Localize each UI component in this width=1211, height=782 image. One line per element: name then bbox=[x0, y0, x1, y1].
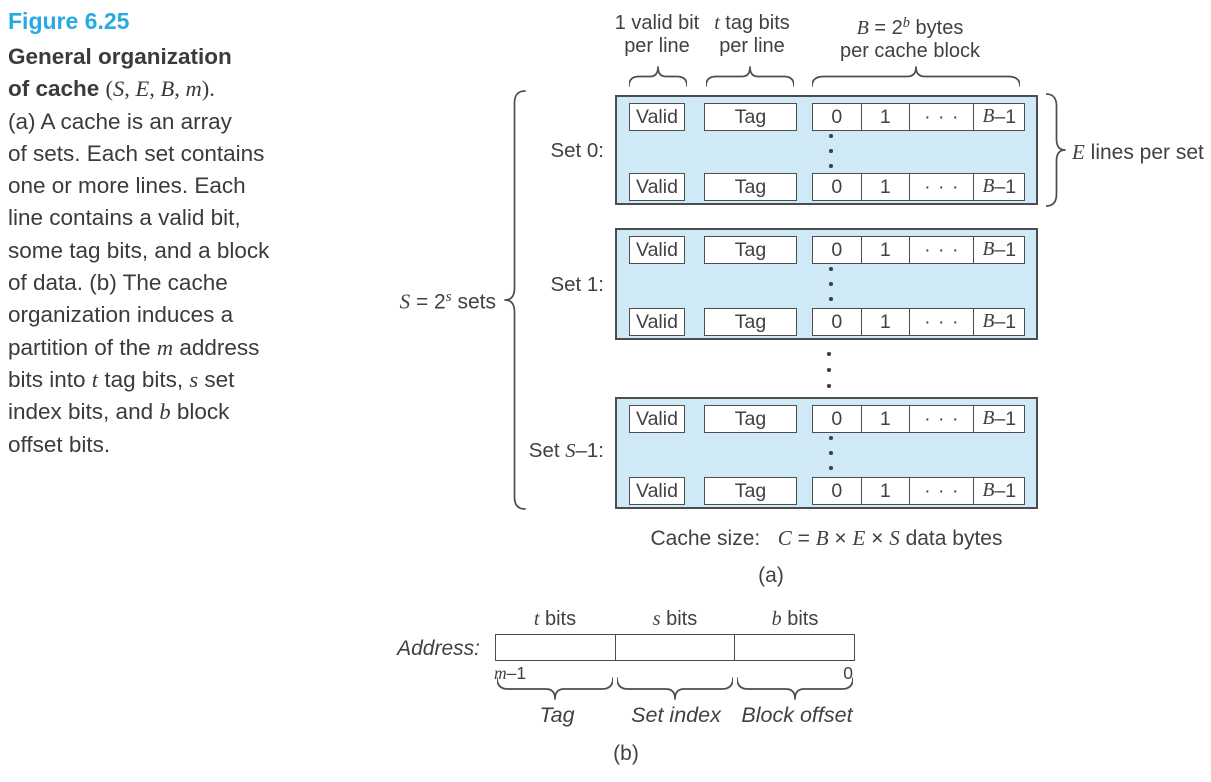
brace-valid-column bbox=[629, 66, 687, 87]
byte-cell-b-1: B–1 bbox=[973, 174, 1024, 200]
byte-cell-ellipsis: · · · bbox=[909, 406, 973, 432]
byte-cell-1: 1 bbox=[860, 406, 910, 432]
label-block-offset-field: Block offset bbox=[741, 703, 853, 727]
label-set-0: Set 0: bbox=[550, 139, 604, 162]
address-label: Address: bbox=[397, 637, 480, 660]
address-box bbox=[495, 634, 855, 661]
byte-cell-1: 1 bbox=[860, 478, 910, 504]
block-bytes-row: 0 1 · · · B–1 bbox=[812, 477, 1025, 505]
label-valid-bit-per-line: 1 valid bit per line bbox=[614, 12, 700, 57]
byte-cell-ellipsis: · · · bbox=[909, 174, 973, 200]
byte-cell-0: 0 bbox=[831, 310, 843, 333]
block-bytes-row: 0 1 · · · B–1 bbox=[812, 173, 1025, 201]
set-1-box: Valid Tag 0 1 · · · B–1 Valid Tag 0 1 · … bbox=[615, 228, 1038, 340]
byte-cell-1: 1 bbox=[860, 237, 910, 263]
tag-cell: Tag bbox=[704, 405, 797, 433]
caption-line: line contains a valid bit, bbox=[8, 205, 241, 231]
block-bytes-row: 0 1 · · · B–1 bbox=[812, 236, 1025, 264]
caption-line: index bits, and b block bbox=[8, 399, 230, 425]
brace-set-index-field bbox=[617, 677, 733, 700]
label-bytes-per-cache-block: B = 2b bytes per cache block bbox=[839, 15, 981, 63]
byte-cell-0: 0 bbox=[831, 238, 843, 261]
brace-all-sets bbox=[504, 90, 526, 510]
set-0-box: Valid Tag 0 1 · · · B–1 Valid Tag 0 1 · … bbox=[615, 95, 1038, 205]
label-e-lines-per-set: E lines per set bbox=[1072, 140, 1204, 164]
valid-bit-cell: Valid bbox=[629, 236, 685, 264]
caption-line: (a) A cache is an array bbox=[8, 108, 232, 134]
address-block-offset-field bbox=[734, 635, 854, 660]
caption-line: bits into t tag bits, s set bbox=[8, 366, 235, 392]
caption-line: some tag bits, and a block bbox=[8, 237, 270, 263]
bit-index-0: 0 bbox=[843, 663, 853, 683]
caption-line: of cache (S, E, B, m). bbox=[8, 76, 215, 102]
valid-bit-cell: Valid bbox=[629, 308, 685, 336]
byte-cell-ellipsis: · · · bbox=[909, 309, 973, 335]
brace-block-offset-field bbox=[737, 677, 853, 700]
sets-ellipsis bbox=[827, 352, 831, 388]
byte-cell-0: 0 bbox=[831, 175, 843, 198]
byte-cell-0: 0 bbox=[831, 479, 843, 502]
byte-cell-b-1: B–1 bbox=[973, 406, 1024, 432]
label-tag-field: Tag bbox=[539, 703, 575, 727]
byte-cell-0: 0 bbox=[831, 407, 843, 430]
block-bytes-row: 0 1 · · · B–1 bbox=[812, 308, 1025, 336]
brace-block-column bbox=[812, 66, 1020, 87]
subfigure-b-label: (b) bbox=[613, 742, 639, 765]
brace-tag-field bbox=[497, 677, 613, 700]
valid-bit-cell: Valid bbox=[629, 173, 685, 201]
label-b-bits: b bits bbox=[771, 608, 819, 630]
label-tag-bits-per-line: t tag bits per line bbox=[714, 12, 790, 57]
valid-bit-cell: Valid bbox=[629, 103, 685, 131]
caption-line: one or more lines. Each bbox=[8, 173, 246, 199]
lines-ellipsis bbox=[829, 134, 833, 168]
label-t-bits: t bits bbox=[533, 608, 577, 630]
brace-lines-per-set bbox=[1046, 93, 1066, 207]
caption-line: offset bits. bbox=[8, 431, 111, 457]
block-bytes-row: 0 1 · · · B–1 bbox=[812, 405, 1025, 433]
tag-cell: Tag bbox=[704, 173, 797, 201]
address-set-index-field bbox=[614, 635, 735, 660]
subfigure-a-label: (a) bbox=[758, 564, 784, 587]
label-set-index-field: Set index bbox=[631, 703, 721, 727]
lines-ellipsis bbox=[829, 436, 833, 470]
byte-cell-b-1: B–1 bbox=[973, 104, 1024, 130]
block-bytes-row: 0 1 · · · B–1 bbox=[812, 103, 1025, 131]
byte-cell-b-1: B–1 bbox=[973, 309, 1024, 335]
byte-cell-ellipsis: · · · bbox=[909, 237, 973, 263]
byte-cell-b-1: B–1 bbox=[973, 478, 1024, 504]
byte-cell-ellipsis: · · · bbox=[909, 104, 973, 130]
byte-cell-b-1: B–1 bbox=[973, 237, 1024, 263]
caption-line: of data. (b) The cache bbox=[8, 270, 228, 296]
byte-cell-ellipsis: · · · bbox=[909, 478, 973, 504]
lines-ellipsis bbox=[829, 267, 833, 301]
byte-cell-1: 1 bbox=[860, 174, 910, 200]
tag-cell: Tag bbox=[704, 103, 797, 131]
valid-bit-cell: Valid bbox=[629, 405, 685, 433]
caption-line: General organization bbox=[8, 44, 232, 69]
caption-line: of sets. Each set contains bbox=[8, 140, 265, 166]
label-s-sets: S = 2s sets bbox=[399, 289, 496, 314]
byte-cell-1: 1 bbox=[860, 309, 910, 335]
label-set-s-1: Set S–1: bbox=[528, 439, 604, 462]
label-set-1: Set 1: bbox=[550, 273, 604, 296]
valid-bit-cell: Valid bbox=[629, 477, 685, 505]
figure-caption: General organization of cache (S, E, B, … bbox=[8, 41, 338, 461]
tag-cell: Tag bbox=[704, 308, 797, 336]
byte-cell-1: 1 bbox=[860, 104, 910, 130]
cache-size-formula: Cache size: C = B × E × S data bytes bbox=[650, 526, 1003, 550]
caption-line: partition of the m address bbox=[8, 334, 260, 360]
tag-cell: Tag bbox=[704, 236, 797, 264]
figure-number-heading: Figure 6.25 bbox=[8, 8, 130, 34]
label-s-bits: s bits bbox=[652, 608, 698, 630]
tag-cell: Tag bbox=[704, 477, 797, 505]
byte-cell-0: 0 bbox=[831, 105, 843, 128]
set-s-1-box: Valid Tag 0 1 · · · B–1 Valid Tag 0 1 · … bbox=[615, 397, 1038, 509]
brace-tag-column bbox=[706, 66, 794, 87]
caption-line: organization induces a bbox=[8, 302, 234, 328]
address-tag-field bbox=[496, 635, 615, 660]
